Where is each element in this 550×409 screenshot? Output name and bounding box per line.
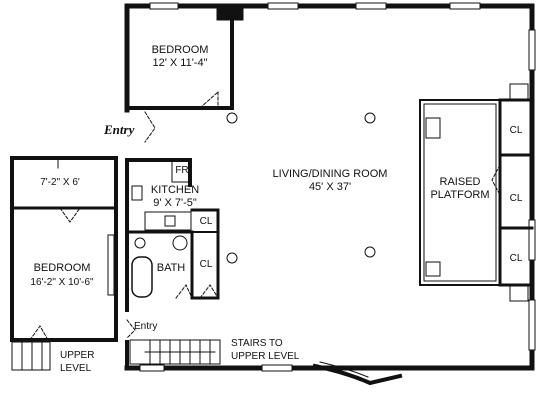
living-room-name: LIVING/DINING ROOM — [272, 168, 388, 180]
closet-label: CL — [509, 253, 523, 264]
bottom-windows — [139, 364, 293, 372]
stairs-label-line2: UPPER LEVEL — [231, 351, 300, 362]
entry-label: Entry — [104, 122, 135, 137]
living-room-size: 45' X 37' — [308, 181, 352, 193]
kitchen-name: KITCHEN — [150, 184, 200, 196]
closet-label: CL — [199, 216, 213, 227]
stairs — [129, 339, 221, 365]
light-fixtures — [226, 112, 376, 264]
fridge-label: FR — [175, 165, 189, 176]
bay-window — [312, 363, 403, 386]
stairs-label-line1: STAIRS TO — [231, 338, 283, 349]
bedroom-top-name: BEDROOM — [151, 44, 209, 56]
closet-label: CL — [509, 125, 523, 136]
bedroom-top-walls — [125, 18, 234, 110]
closet-label: CL — [199, 259, 213, 270]
upper-level-landing — [11, 341, 51, 371]
bedroom-left-name: BEDROOM — [33, 262, 91, 274]
chimney — [216, 5, 244, 21]
outer-wall — [124, 3, 535, 371]
top-windows — [149, 2, 481, 10]
closet-label: CL — [509, 193, 523, 204]
closet-small-size: 7'-2" X 6' — [40, 177, 80, 188]
entry-lower-label: Entry — [134, 321, 158, 332]
raised-platform-line1: RAISED — [439, 176, 481, 188]
upper-level-line2: LEVEL — [60, 363, 92, 374]
right-windows — [528, 29, 536, 351]
bath-name: BATH — [156, 262, 186, 274]
kitchen-size: 9' X 7'-5" — [153, 197, 197, 209]
bedroom-top-size: 12' X 11'-4" — [152, 57, 208, 69]
left-wing-walls — [10, 156, 118, 342]
bedroom-left-size: 16'-2" X 10'-6" — [30, 277, 94, 288]
upper-level-line1: UPPER — [60, 350, 95, 361]
raised-platform-line2: PLATFORM — [430, 189, 490, 201]
